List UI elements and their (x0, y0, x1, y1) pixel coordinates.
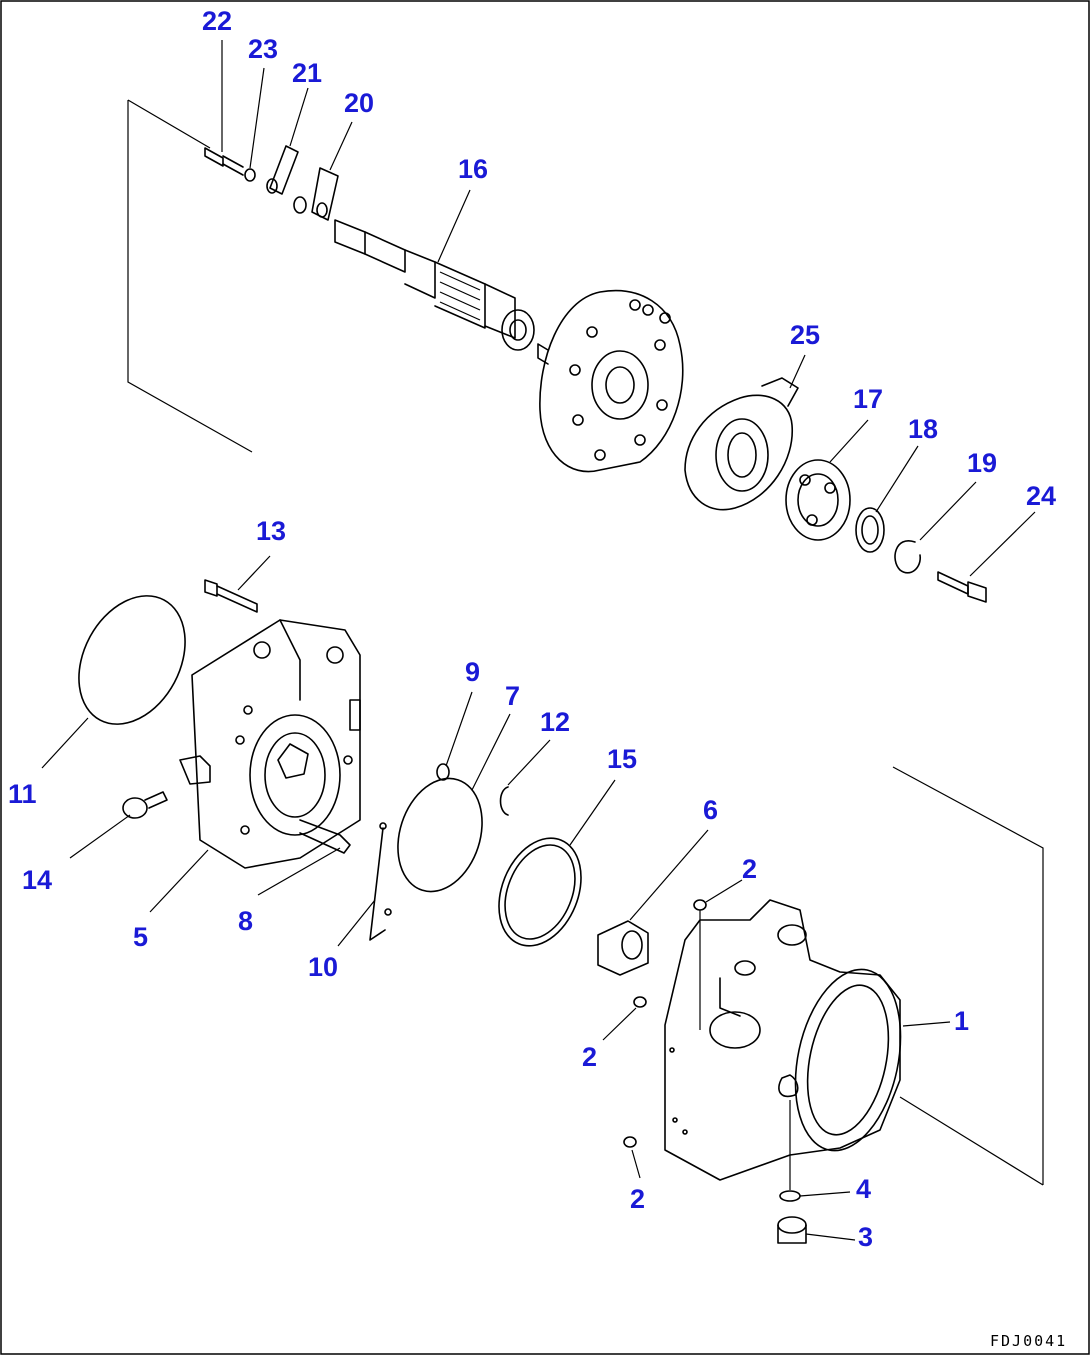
callout-5: 5 (133, 922, 148, 952)
callout-22: 22 (202, 6, 232, 36)
callout-20: 20 (344, 88, 374, 118)
callout-14: 14 (22, 865, 52, 895)
callout-9: 9 (465, 657, 480, 687)
part-1-case (664, 899, 902, 1181)
callout-25: 25 (790, 320, 820, 350)
drawing-code: FDJ0041 (990, 1332, 1067, 1350)
part-25-cover (684, 377, 799, 511)
callout-10: 10 (308, 952, 338, 982)
part-14-fitting (122, 791, 168, 819)
callout-8: 8 (238, 906, 253, 936)
part-13-bolt (204, 579, 258, 613)
upper-group-outline (127, 99, 253, 453)
part-5-housing (179, 619, 361, 869)
leader-lines (41, 40, 1036, 1241)
part-15-ring (498, 837, 582, 947)
callout-11: 11 (8, 779, 37, 809)
callout-12: 12 (540, 707, 570, 737)
part-2-plug-top (693, 899, 707, 1030)
callout-13: 13 (256, 516, 286, 546)
callout-17: 17 (853, 384, 883, 414)
callout-7: 7 (505, 681, 520, 711)
part-10-pins (369, 822, 392, 941)
part-2-plug-mid (633, 996, 647, 1008)
callout-24: 24 (1026, 481, 1056, 511)
callout-2-mid: 2 (582, 1042, 597, 1072)
part-20-plates (293, 167, 339, 221)
callout-2-top: 2 (742, 854, 757, 884)
callout-21: 21 (292, 58, 322, 88)
part-2-plug-bottom (623, 1136, 637, 1148)
callout-1: 1 (954, 1006, 969, 1036)
part-23-washer (244, 168, 256, 182)
callout-labels: 22 23 21 20 16 25 17 18 19 24 13 9 7 12 … (8, 6, 1056, 1252)
upper-flange (537, 289, 684, 473)
part-12-ring (499, 786, 509, 816)
part-22-bolt (204, 147, 244, 176)
callout-19: 19 (967, 448, 997, 478)
part-21-pin (266, 145, 299, 195)
part-17-bearing (785, 459, 851, 541)
part-9-o-ring (436, 763, 450, 781)
callout-23: 23 (248, 34, 278, 64)
part-6-bushing (597, 920, 649, 976)
callout-6: 6 (703, 795, 718, 825)
part-19-snap-ring (894, 539, 921, 574)
callout-15: 15 (607, 744, 637, 774)
callout-4: 4 (856, 1174, 871, 1204)
lower-group-outline (892, 766, 1044, 1186)
part-16-shaft (334, 219, 535, 351)
part-24-bolt (937, 571, 987, 603)
part-11-o-ring (78, 595, 186, 725)
callout-2-bottom: 2 (630, 1184, 645, 1214)
part-7-o-ring (397, 777, 483, 893)
callout-16: 16 (458, 154, 488, 184)
callout-18: 18 (908, 414, 938, 444)
callout-3: 3 (858, 1222, 873, 1252)
part-18-ring (855, 507, 885, 553)
